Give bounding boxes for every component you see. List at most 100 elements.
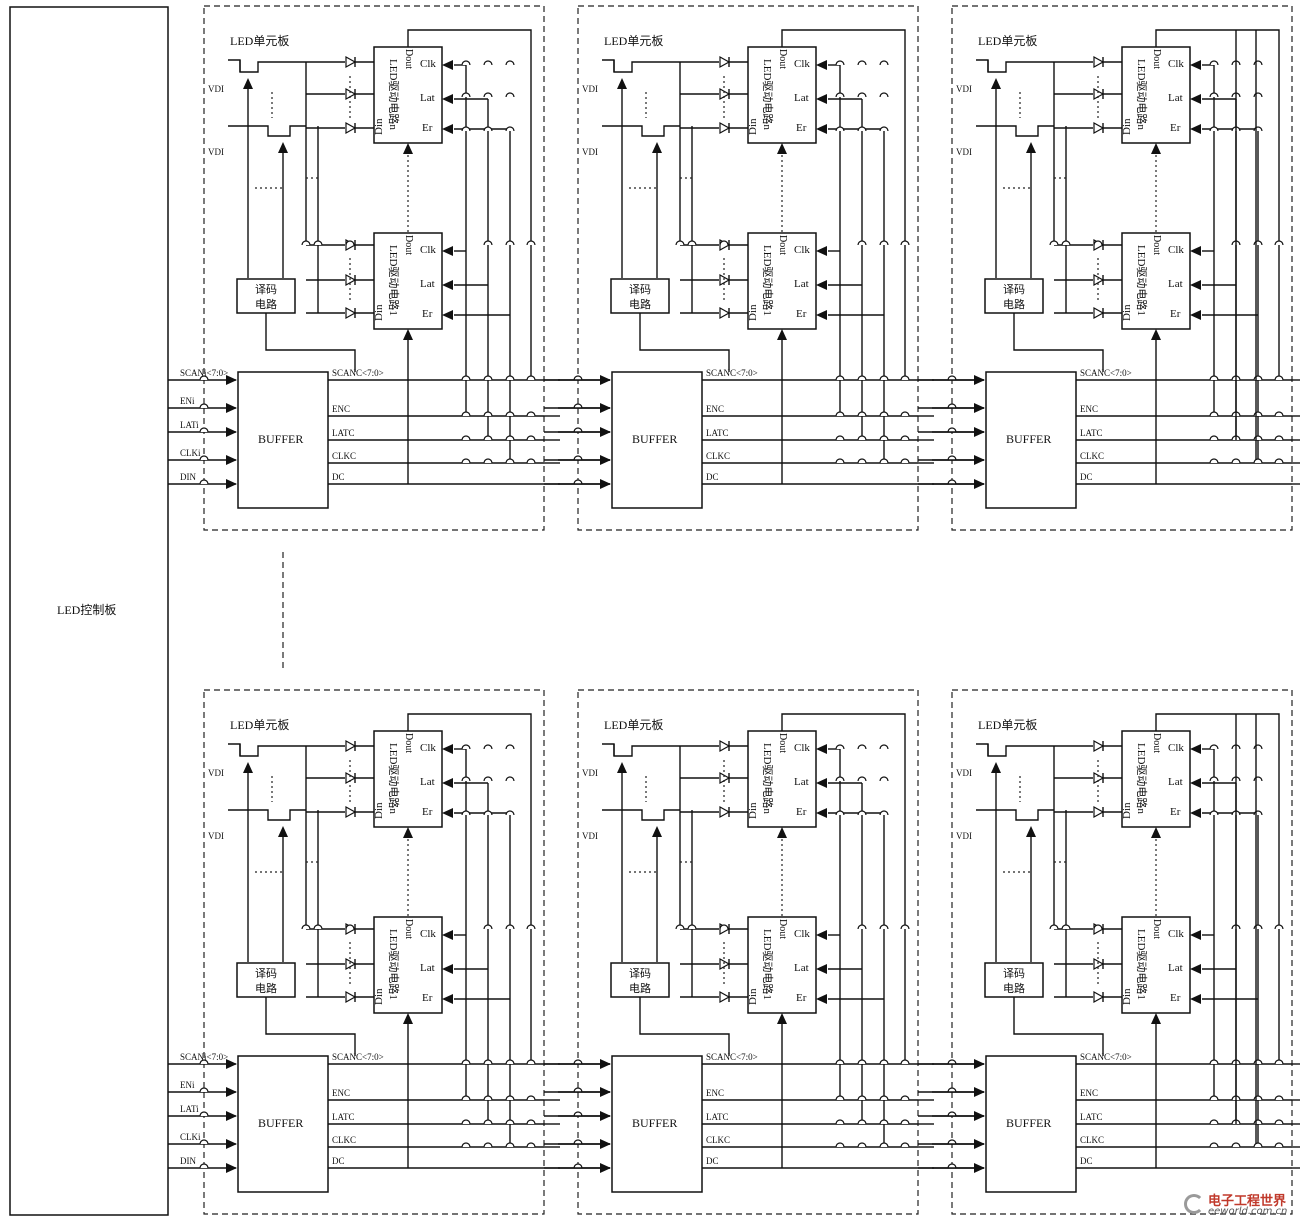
diode-icon: [345, 55, 357, 69]
pin-lat-label: Lat: [420, 278, 435, 290]
crossover-hop: [857, 810, 867, 816]
arrow-left-icon: [442, 964, 453, 974]
pin-en-label: Er: [796, 308, 807, 320]
dout-return: [1155, 713, 1280, 1064]
crossover-hop: [301, 240, 311, 246]
crossover-hop: [483, 924, 493, 930]
buffer-output-label: ENC: [706, 1088, 724, 1098]
unit-board-outline: [203, 5, 545, 531]
diode-icon: [345, 121, 357, 135]
crossover-hop: [1253, 240, 1263, 246]
arrow-left-icon: [442, 994, 453, 1004]
diode-icon: [719, 121, 731, 135]
crossover-hop: [857, 411, 867, 417]
decoder-box: [236, 278, 296, 314]
decoder-label: 译码: [629, 283, 651, 296]
buffer-input-label: CLKi: [180, 448, 201, 458]
crossover-hop: [505, 1059, 515, 1065]
crossover-hop: [900, 1059, 910, 1065]
arrow-up-icon: [278, 826, 288, 837]
buffer-output-label: CLKC: [332, 1135, 356, 1145]
driver-title: LED驱动电路n: [1135, 743, 1148, 814]
transistor-row-2: [228, 125, 306, 137]
decoder-label: 电路: [1003, 298, 1025, 311]
buffer-label: BUFFER: [632, 432, 677, 446]
crossover-hop: [573, 1059, 583, 1065]
buffer-output-label: SCANC<7:0>: [332, 368, 384, 378]
unit-board-outline: [951, 5, 1293, 531]
pin-en-label: Er: [422, 992, 433, 1004]
buffer-input-label: DIN: [180, 1156, 196, 1166]
led-unit-board: LED单元板VDIVDI译码电路ClkLatErLED驱动电路nDinDoutC…: [168, 689, 560, 1215]
crossover-hop: [857, 60, 867, 66]
crossover-hop: [461, 1095, 471, 1101]
buffer-input-label: ENi: [180, 396, 195, 406]
crossover-hop: [1253, 1095, 1263, 1101]
crossover-hop: [483, 411, 493, 417]
buffer-box: [611, 1055, 703, 1193]
pin-dout-label: Dout: [403, 919, 414, 939]
crossover-hop: [505, 776, 515, 782]
pin-en-label: Er: [796, 992, 807, 1004]
transistor-row-n: [976, 59, 1054, 73]
crossover-hop: [879, 126, 889, 132]
crossover-hop: [526, 1119, 536, 1125]
crossover-hop: [835, 435, 845, 441]
arrow-left-icon: [1190, 964, 1201, 974]
pin-en-label: Er: [422, 308, 433, 320]
crossover-hop: [1253, 810, 1263, 816]
crossover-hop: [461, 411, 471, 417]
diode-triangle: [345, 990, 357, 1004]
pin-din-label: Din: [373, 802, 385, 819]
crossover-hop: [1231, 458, 1241, 464]
unit-board-title: LED单元板: [604, 34, 663, 48]
decoder-box: [984, 278, 1044, 314]
diode-icon: [1093, 739, 1105, 753]
crossover-hop: [947, 1139, 957, 1145]
crossover-hop: [505, 744, 515, 750]
crossover-hop: [1253, 776, 1263, 782]
arrow-left-icon: [816, 994, 827, 1004]
unit-board-outline: [203, 689, 545, 1215]
crossover-hop: [900, 1142, 910, 1148]
crossover-hop: [879, 810, 889, 816]
crossover-hop: [526, 1059, 536, 1065]
crossover-hop: [1209, 1059, 1219, 1065]
diode-icon: [345, 739, 357, 753]
pin-dout-label: Dout: [1151, 235, 1162, 255]
crossover-hop: [1209, 411, 1219, 417]
driver-box: [1121, 46, 1191, 144]
buffer-label: BUFFER: [1006, 432, 1051, 446]
arrow-up-icon: [777, 827, 787, 838]
decoder-scan-link: [265, 997, 356, 1056]
pin-clk-label: Clk: [420, 742, 436, 754]
driver-title: LED驱动电路1: [1135, 245, 1148, 316]
decoder-scan-link: [1013, 313, 1104, 372]
driver-box: [1121, 916, 1191, 1014]
crossover-hop: [526, 458, 536, 464]
crossover-hop: [857, 1142, 867, 1148]
pin-dout-label: Dout: [777, 235, 788, 255]
crossover-hop: [1274, 1095, 1284, 1101]
arrow-left-icon: [816, 808, 827, 818]
crossover-hop: [461, 92, 471, 98]
arrow-left-icon: [816, 246, 827, 256]
transistor-row-2: [976, 809, 1054, 821]
buffer-output-label: LATC: [706, 1112, 729, 1122]
crossover-hop: [947, 1087, 957, 1093]
crossover-hop: [573, 1087, 583, 1093]
arrow-left-icon: [816, 964, 827, 974]
pin-lat-label: Lat: [1168, 92, 1183, 104]
vdd-label: VDI: [582, 768, 598, 778]
crossover-hop: [505, 1142, 515, 1148]
crossover-hop: [719, 240, 729, 246]
buffer-output-label: ENC: [1080, 404, 1098, 414]
crossover-hop: [675, 240, 685, 246]
crossover-hop: [835, 458, 845, 464]
crossover-hop: [900, 924, 910, 930]
transistor-row-n: [602, 743, 680, 757]
buffer-output-label: ENC: [1080, 1088, 1098, 1098]
